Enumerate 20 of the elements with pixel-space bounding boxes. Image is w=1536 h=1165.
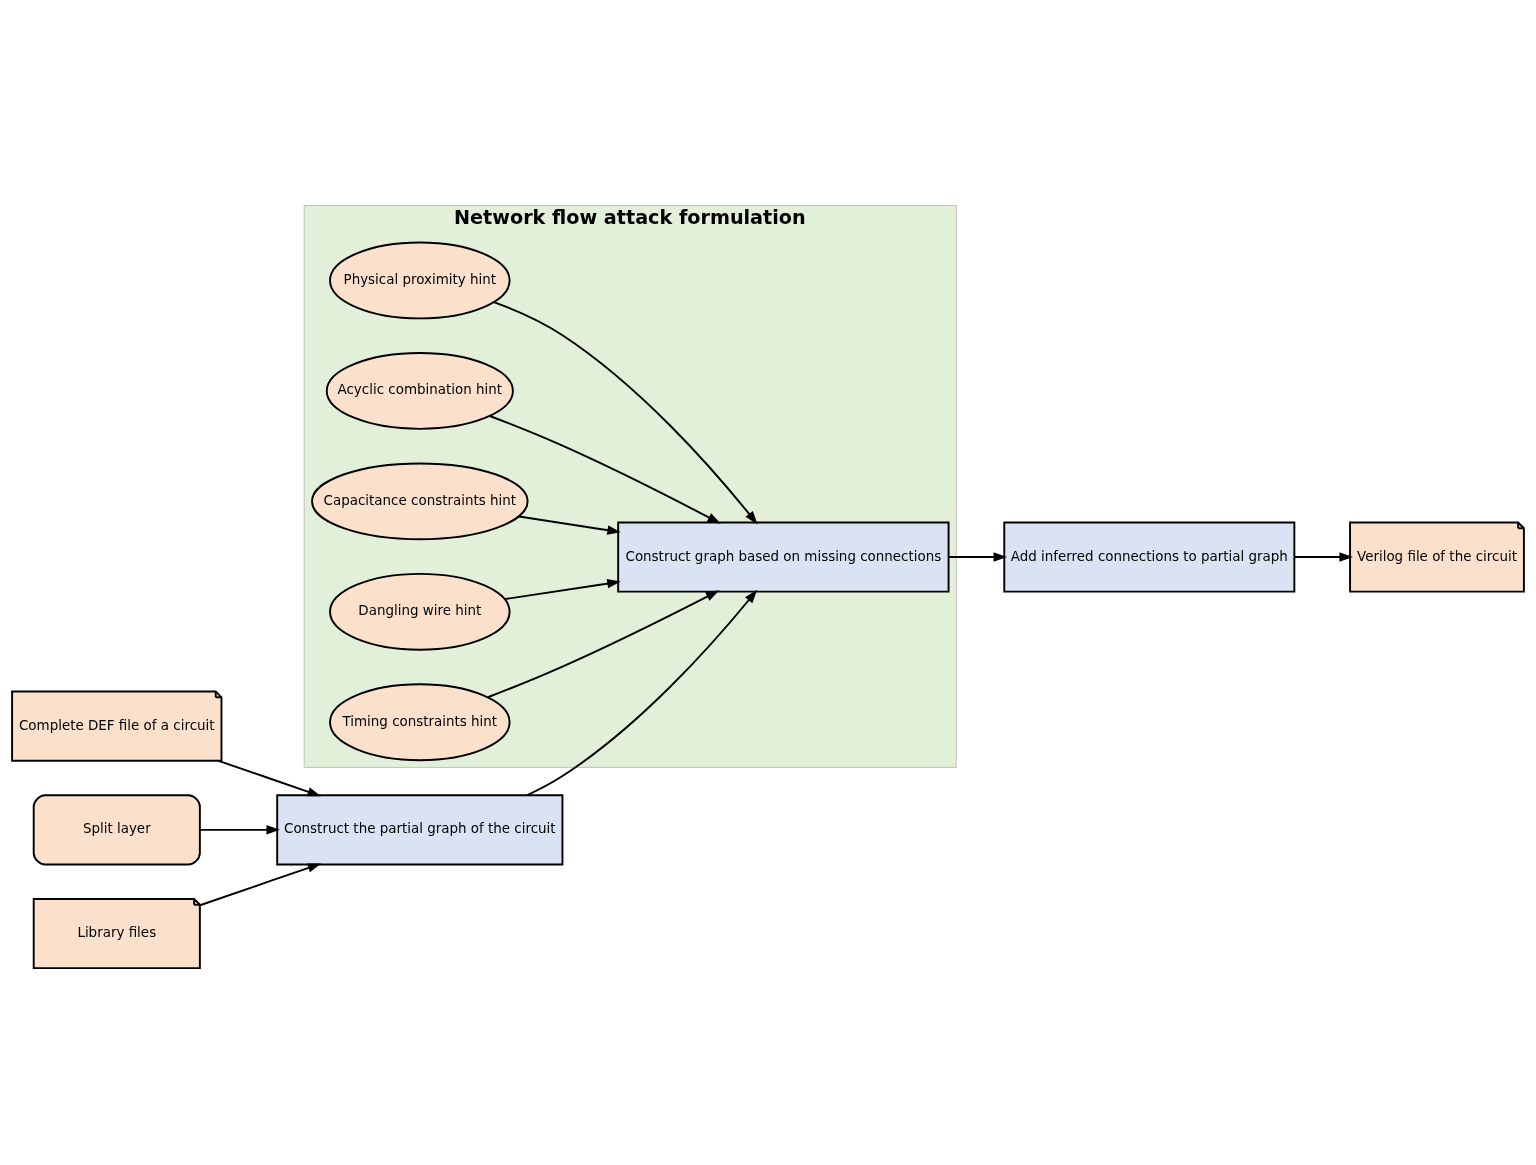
node-ellipse: Capacitance constraints hint xyxy=(311,461,529,540)
node-ellipse: Acyclic combination hint xyxy=(325,351,514,430)
node-box: Construct the partial graph of the circuit xyxy=(276,793,564,865)
arrow xyxy=(525,589,758,796)
node-ellipse: Physical proximity hint xyxy=(329,241,511,319)
arrow xyxy=(518,515,621,535)
arrow xyxy=(503,578,621,600)
arrow xyxy=(487,589,720,698)
node-ellipse: Timing constraints hint xyxy=(329,682,511,761)
node-box: Split layer xyxy=(32,793,201,865)
node-box: Construct graph based on missing connections xyxy=(617,521,950,593)
node-ellipse: Dangling wire hint xyxy=(329,572,511,651)
arrow xyxy=(199,824,280,835)
arrow xyxy=(217,759,321,796)
node-box: Add inferred connections to partial graph xyxy=(1003,521,1296,593)
arrow xyxy=(947,551,1008,562)
arrow xyxy=(492,300,758,524)
arrow xyxy=(1293,551,1353,562)
arrow xyxy=(488,414,721,524)
arrow xyxy=(199,862,322,906)
